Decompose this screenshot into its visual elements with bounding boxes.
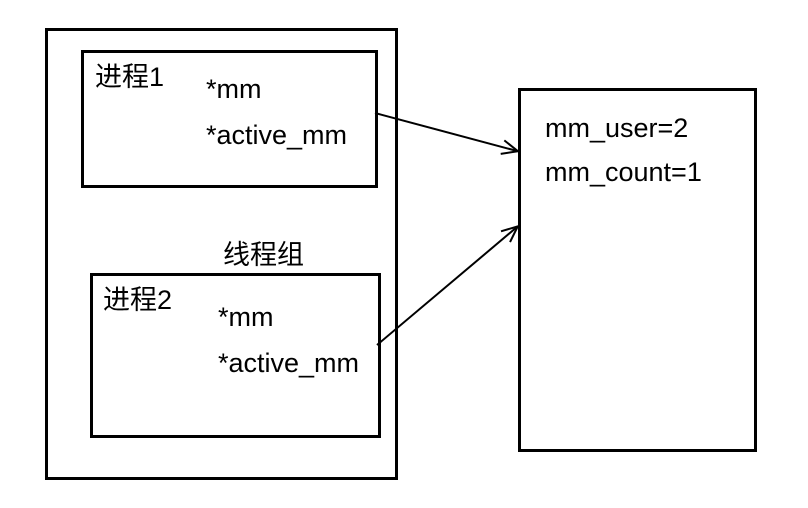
process2-field-mm: *mm (218, 302, 274, 332)
process1-field-mm: *mm (206, 74, 262, 104)
mm-count-value: mm_count=1 (545, 157, 702, 187)
mm-struct-box: mm_user=2 mm_count=1 (518, 88, 757, 452)
process1-title: 进程1 (95, 62, 165, 92)
process1-box: 进程1 *mm *active_mm (81, 50, 378, 188)
thread-group-label: 线程组 (223, 240, 304, 270)
mm-user-value: mm_user=2 (545, 113, 689, 143)
arrow-process2-to-mm-struct (376, 224, 520, 346)
thread-group-box: 进程1 *mm *active_mm 线程组 进程2 *mm *active_m… (45, 28, 398, 480)
process2-box: 进程2 *mm *active_mm (90, 273, 381, 438)
process2-field-active-mm: *active_mm (218, 348, 360, 378)
process1-field-active-mm: *active_mm (206, 120, 348, 150)
process2-title: 进程2 (103, 285, 173, 315)
